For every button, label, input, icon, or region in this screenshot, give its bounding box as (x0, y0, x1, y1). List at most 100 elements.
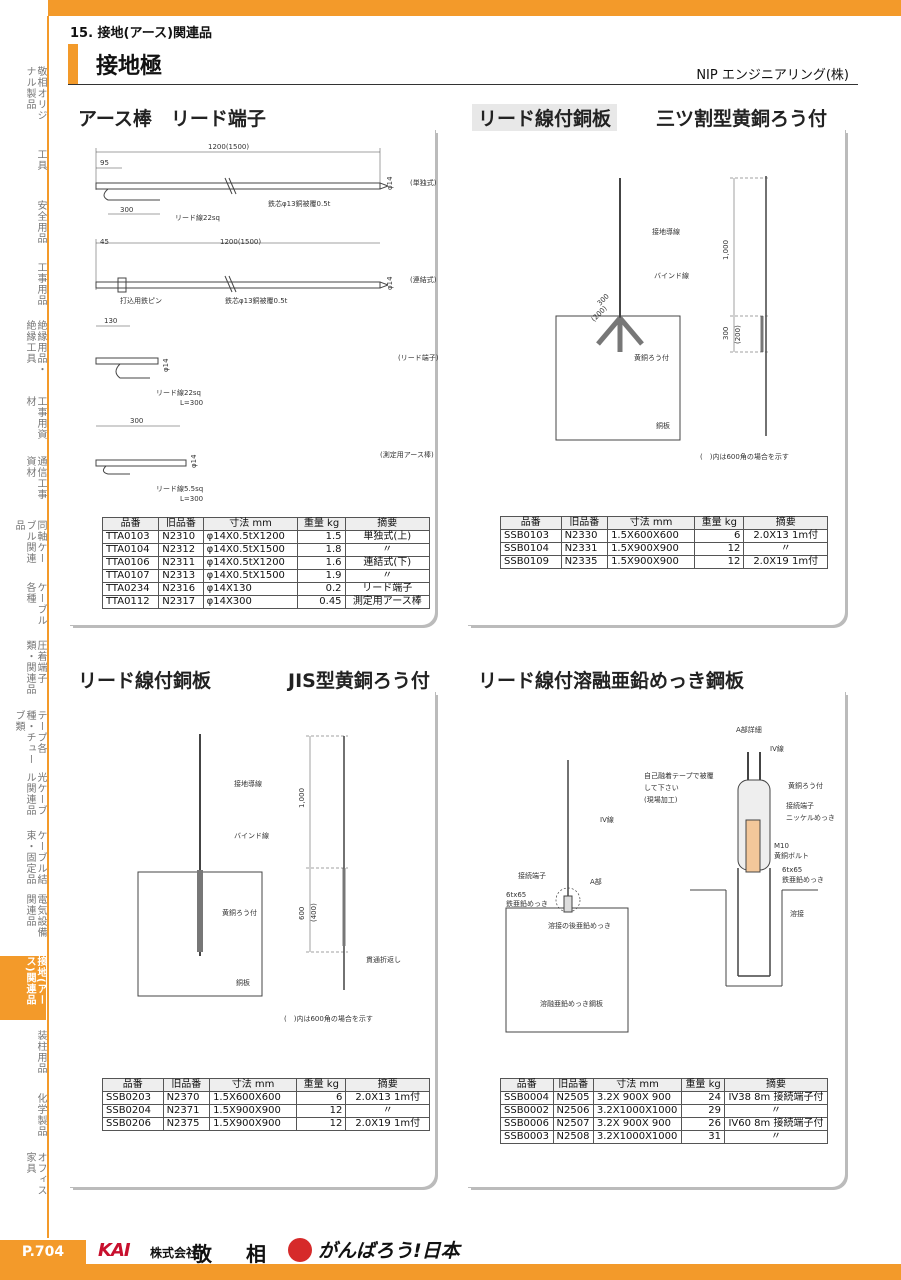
sidebar-category-5[interactable]: 工事用資材 (24, 396, 46, 440)
panel4-frame (468, 692, 848, 1190)
table-header: 品番 (101, 517, 160, 531)
sidebar-category-3[interactable]: 工事用品 (35, 262, 46, 306)
manufacturer-name: NIP エンジニアリング(株) (696, 68, 849, 83)
svg-text:黄銅ボルト: 黄銅ボルト (774, 851, 809, 860)
svg-text:(リード端子): (リード端子) (398, 353, 439, 362)
sidebar-category-10[interactable]: テープ各種・チューブ類 (13, 710, 46, 765)
svg-text:1,000: 1,000 (298, 788, 306, 808)
svg-text:黄銅ろう付: 黄銅ろう付 (222, 908, 257, 917)
svg-text:(200): (200) (734, 325, 742, 344)
chapter-heading: 15. 接地(アース)関連品 (70, 26, 213, 41)
svg-text:φ14: φ14 (162, 358, 170, 372)
table-cell: 3.2X1000X1000 (592, 1104, 683, 1118)
company-suffix: 株式会社 (150, 1246, 199, 1260)
svg-text:接地導線: 接地導線 (652, 227, 680, 236)
svg-text:600: 600 (298, 907, 306, 920)
table-cell: 〃 (723, 1104, 829, 1118)
svg-text:鉄芯φ13銅被覆0.5t: 鉄芯φ13銅被覆0.5t (225, 296, 288, 305)
table-cell: 2.0X19 1m付 (345, 1117, 430, 1131)
sidebar-category-12[interactable]: ケーブル結束・固定品 (24, 830, 46, 885)
svg-text:黄銅ろう付: 黄銅ろう付 (788, 781, 823, 790)
sidebar-category-11[interactable]: 光ケーブル関連品 (24, 772, 46, 816)
table-header: 重量 kg (296, 1078, 347, 1092)
sidebar-category-2[interactable]: 安全用品 (35, 200, 46, 244)
sidebar-category-15[interactable]: 装柱用品 (35, 1030, 46, 1074)
table-cell: N2310 (158, 530, 204, 544)
table-cell: N2317 (158, 595, 204, 609)
svg-text:貫通折返し: 貫通折返し (366, 955, 401, 964)
panel3-subtitle: JIS型黄銅ろう付 (288, 670, 430, 692)
svg-text:1,000: 1,000 (722, 240, 730, 260)
svg-text:φ14: φ14 (190, 454, 198, 468)
table-header: 寸法 mm (592, 1078, 683, 1092)
table-header: 旧品番 (162, 1078, 211, 1092)
table-cell: N2508 (552, 1130, 594, 1144)
svg-text:φ14: φ14 (386, 176, 394, 190)
sidebar-category-17[interactable]: オフィス家具 (24, 1152, 46, 1196)
table-cell: SSB0006 (500, 1117, 554, 1131)
svg-text:溶接の後亜鉛めっき: 溶接の後亜鉛めっき (548, 921, 611, 930)
table-cell: 〃 (723, 1130, 829, 1144)
svg-text:L=300: L=300 (180, 399, 203, 407)
table-cell: SSB0003 (500, 1130, 554, 1144)
sidebar-category-6[interactable]: 通信工事資材 (24, 456, 46, 500)
sidebar-category-0[interactable]: 敬相オリジナル製品 (24, 66, 46, 121)
table-cell: 12 (694, 555, 745, 569)
sidebar-category-14[interactable]: 接地(アース)関連品 (0, 956, 46, 1020)
logo-kanji-sou: 相 (246, 1242, 266, 1266)
svg-text:リード線22sq: リード線22sq (156, 388, 201, 397)
sidebar-category-1[interactable]: 工具 (35, 149, 46, 171)
svg-text:打込用鉄ピン: 打込用鉄ピン (120, 296, 162, 305)
table-header: 寸法 mm (202, 517, 299, 531)
table-cell: N2505 (552, 1091, 594, 1105)
table-cell: IV60 8m 接続端子付 (723, 1117, 829, 1131)
svg-text:接地導線: 接地導線 (234, 779, 262, 788)
sidebar-category-8[interactable]: ケーブル各種 (24, 582, 46, 626)
table-cell: TTA0112 (101, 595, 160, 609)
panel2-subtitle: 三ツ割型黄銅ろう付 (656, 108, 828, 130)
table-cell: 29 (681, 1104, 725, 1118)
sidebar-category-7[interactable]: 同軸ケーブル関連品 (13, 520, 46, 564)
table-cell: SSB0206 (102, 1117, 164, 1131)
cherry-blossom-icon (288, 1238, 312, 1262)
svg-text:300: 300 (120, 206, 133, 214)
sidebar-category-16[interactable]: 化学製品 (35, 1093, 46, 1137)
sidebar-category-9[interactable]: 圧着端子類・関連品 (24, 640, 46, 695)
svg-text:L=300: L=300 (180, 495, 203, 503)
logo-kanji-kei: 敬 (192, 1242, 212, 1266)
category-sidebar: 敬相オリジナル製品工具安全用品工事用品絶縁用品・絶縁工具工事用資材通信工事資材同… (0, 0, 48, 1280)
svg-text:銅板: 銅板 (656, 421, 670, 430)
page-number: P.704 (0, 1240, 86, 1264)
table-cell: N2506 (552, 1104, 594, 1118)
svg-text:溶接: 溶接 (790, 909, 804, 918)
svg-text:( )内は600角の場合を示す: ( )内は600角の場合を示す (700, 452, 789, 461)
svg-text:A部詳細: A部詳細 (736, 725, 762, 734)
svg-text:A部: A部 (590, 877, 602, 886)
svg-text:(現場加工): (現場加工) (644, 795, 678, 804)
title-rule (68, 84, 858, 85)
top-orange-bar (0, 0, 901, 16)
table-header: 摘要 (344, 517, 431, 531)
table-header: 重量 kg (694, 516, 745, 530)
svg-text:鉄亜鉛めっき: 鉄亜鉛めっき (782, 875, 824, 884)
svg-text:6tx65: 6tx65 (782, 866, 802, 874)
sidebar-category-4[interactable]: 絶縁用品・絶縁工具 (24, 320, 46, 375)
sidebar-category-13[interactable]: 電気設備関連品 (24, 894, 46, 938)
svg-text:95: 95 (100, 159, 109, 167)
svg-text:溶融亜鉛めっき鋼板: 溶融亜鉛めっき鋼板 (540, 999, 603, 1008)
table-cell: N2507 (552, 1117, 594, 1131)
svg-text:鉄亜鉛めっき: 鉄亜鉛めっき (506, 899, 548, 908)
